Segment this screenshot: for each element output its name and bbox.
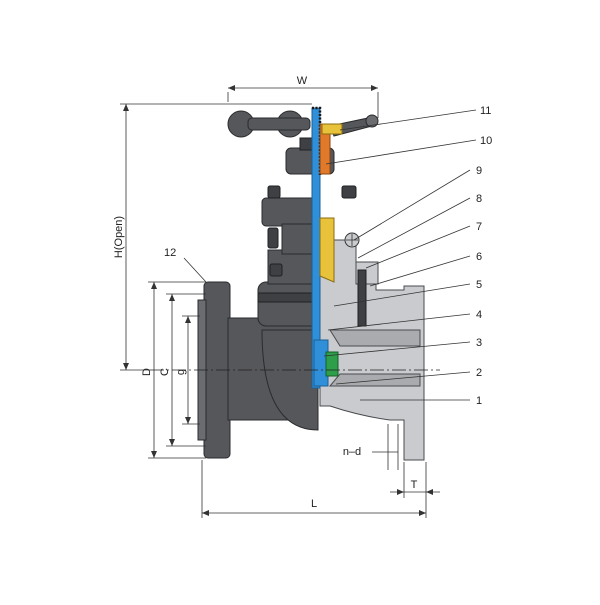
svg-text:5: 5 — [476, 279, 482, 291]
h-label: H(Open) — [113, 216, 125, 258]
callout-6: 6 — [369, 251, 482, 287]
g-label: g — [175, 369, 187, 375]
callout-7: 7 — [365, 221, 482, 269]
callout-2: 2 — [335, 367, 482, 385]
svg-text:8: 8 — [476, 193, 482, 205]
w-label: W — [297, 75, 308, 87]
svg-text:12: 12 — [164, 247, 176, 259]
d-label: D — [141, 368, 153, 376]
yoke-bolt-left — [267, 185, 281, 199]
l-label: L — [311, 498, 317, 510]
svg-text:9: 9 — [476, 165, 482, 177]
callout-9: 9 — [353, 165, 482, 241]
callout-8: 8 — [357, 193, 482, 259]
body-bowl — [261, 329, 319, 431]
handwheel-handle-end — [365, 114, 379, 128]
gland-flange — [319, 217, 335, 283]
svg-text:10: 10 — [480, 135, 492, 147]
svg-text:1: 1 — [476, 395, 482, 407]
yoke-bolt-stud — [267, 227, 279, 249]
yoke-post — [281, 223, 313, 255]
yoke-arm — [261, 197, 321, 227]
section-bore — [329, 329, 421, 347]
svg-text:4: 4 — [476, 309, 482, 321]
callout-12: 12 — [164, 247, 207, 283]
callout-11: 11 — [339, 105, 491, 131]
bonnet — [257, 281, 321, 327]
t-label: T — [411, 479, 418, 491]
body-section — [319, 239, 425, 461]
bonnet-band — [257, 292, 321, 303]
nd-label: n–d — [343, 446, 361, 458]
callout-4: 4 — [327, 309, 482, 331]
callout-3: 3 — [323, 337, 482, 357]
handwheel-nut — [321, 123, 343, 135]
svg-text:2: 2 — [476, 367, 482, 379]
bonnet-nut-left — [269, 263, 283, 277]
c-label: C — [159, 368, 171, 376]
eye-bolt-cross — [346, 234, 358, 246]
svg-text:11: 11 — [480, 105, 491, 117]
svg-text:3: 3 — [476, 337, 482, 349]
svg-text:6: 6 — [476, 251, 482, 263]
yoke-bolt-right — [341, 185, 357, 199]
section-bore-lower — [328, 373, 421, 387]
bonnet-stud — [357, 269, 367, 327]
callout-1: 1 — [360, 395, 482, 407]
callout-10: 10 — [325, 135, 492, 165]
callout-5: 5 — [333, 279, 482, 307]
handwheel-spoke — [247, 117, 311, 131]
svg-text:7: 7 — [476, 221, 482, 233]
